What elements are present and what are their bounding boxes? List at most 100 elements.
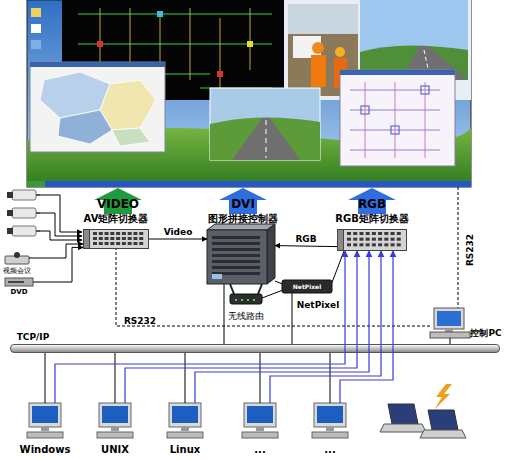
os-label: Windows xyxy=(20,445,71,455)
connector xyxy=(260,353,261,403)
device-part xyxy=(347,243,351,246)
camera-icon xyxy=(36,194,40,196)
video-wall xyxy=(31,24,41,33)
map-window xyxy=(100,80,156,130)
video-wall xyxy=(27,0,471,187)
device-shape xyxy=(240,403,280,439)
serial-link xyxy=(116,249,430,326)
device-shape xyxy=(337,229,407,251)
device-shape xyxy=(83,229,149,249)
workstation: ... xyxy=(240,403,280,439)
device-part xyxy=(116,242,120,245)
device-part xyxy=(116,237,120,240)
control-pc: 控制PC xyxy=(430,308,470,338)
device-part xyxy=(133,232,137,235)
device-part xyxy=(434,308,464,329)
device-part xyxy=(122,237,126,240)
device-part xyxy=(384,232,388,235)
graph-window xyxy=(340,70,455,75)
device-part xyxy=(102,406,128,423)
device-part xyxy=(397,243,401,246)
device-part xyxy=(84,230,90,249)
device-part xyxy=(247,299,249,301)
device-part xyxy=(437,311,461,326)
splice-controller: 图形拼接控制器 xyxy=(207,224,275,284)
device-label: 视频会议 xyxy=(3,268,31,275)
photo-panel xyxy=(312,42,324,54)
device-badge: NetPixel xyxy=(293,284,321,290)
device-part xyxy=(391,243,395,246)
device-part xyxy=(212,242,260,245)
device-part xyxy=(212,254,260,257)
os-label: ... xyxy=(254,445,265,455)
schematic-window xyxy=(97,41,103,47)
connector xyxy=(29,244,83,258)
device-part xyxy=(397,232,401,235)
device-shape xyxy=(165,403,205,439)
device-part xyxy=(212,248,260,251)
device-part xyxy=(111,427,119,431)
device-part xyxy=(314,403,346,427)
graph-window xyxy=(421,86,429,94)
bus-label: TCP/IP xyxy=(17,333,50,342)
device-part xyxy=(366,243,370,246)
device-part xyxy=(397,238,401,241)
device-part xyxy=(312,432,348,438)
camera-icon xyxy=(7,210,13,216)
highway-photo xyxy=(210,88,320,160)
device-part xyxy=(41,427,49,431)
device-part xyxy=(378,238,382,241)
device-part xyxy=(267,224,275,284)
connector xyxy=(292,293,293,344)
device-part xyxy=(241,299,243,301)
device-part xyxy=(207,230,267,284)
taskbar xyxy=(27,181,471,187)
device-shape xyxy=(95,403,135,439)
device-label: 图形拼接控制器 xyxy=(208,214,278,224)
photo-panel xyxy=(335,47,345,57)
camera-icon xyxy=(7,228,13,234)
device-part xyxy=(359,238,363,241)
map-window xyxy=(30,62,165,67)
device-part xyxy=(139,232,143,235)
device-part xyxy=(27,432,63,438)
network-bus: TCP/IP xyxy=(10,344,500,353)
signal-label: Video xyxy=(164,228,193,237)
workstation: Windows xyxy=(25,403,65,439)
device-part xyxy=(366,232,370,235)
photo-panel xyxy=(288,4,358,34)
device-part xyxy=(105,242,109,245)
device-part xyxy=(207,224,275,230)
graph-window xyxy=(365,82,425,158)
device-part xyxy=(317,406,343,423)
device-part xyxy=(359,243,363,246)
device-label: DVD xyxy=(10,289,27,296)
device-label: NetPixel xyxy=(297,301,340,310)
device-part xyxy=(99,232,103,235)
photo-panel xyxy=(311,55,326,87)
os-label: Linux xyxy=(170,445,201,455)
device-part xyxy=(8,281,24,283)
dvd-player: DVD xyxy=(5,278,33,286)
graph-window xyxy=(340,70,455,166)
device-part xyxy=(326,427,334,431)
device-part xyxy=(139,242,143,245)
device-shape xyxy=(25,403,65,439)
device-part xyxy=(110,242,114,245)
device-part xyxy=(353,232,357,235)
device-part xyxy=(99,237,103,240)
device-part xyxy=(84,230,149,249)
camera-icon xyxy=(7,192,13,198)
video-wall xyxy=(31,40,41,49)
device-part xyxy=(97,432,133,438)
device-part xyxy=(139,237,143,240)
device-part xyxy=(181,427,189,431)
device-part xyxy=(116,232,120,235)
device-part xyxy=(93,232,97,235)
signal-label: RS232 xyxy=(124,317,156,326)
connector xyxy=(332,251,344,283)
highway-photo xyxy=(210,117,320,160)
device-part xyxy=(430,332,470,338)
device-part xyxy=(105,237,109,240)
